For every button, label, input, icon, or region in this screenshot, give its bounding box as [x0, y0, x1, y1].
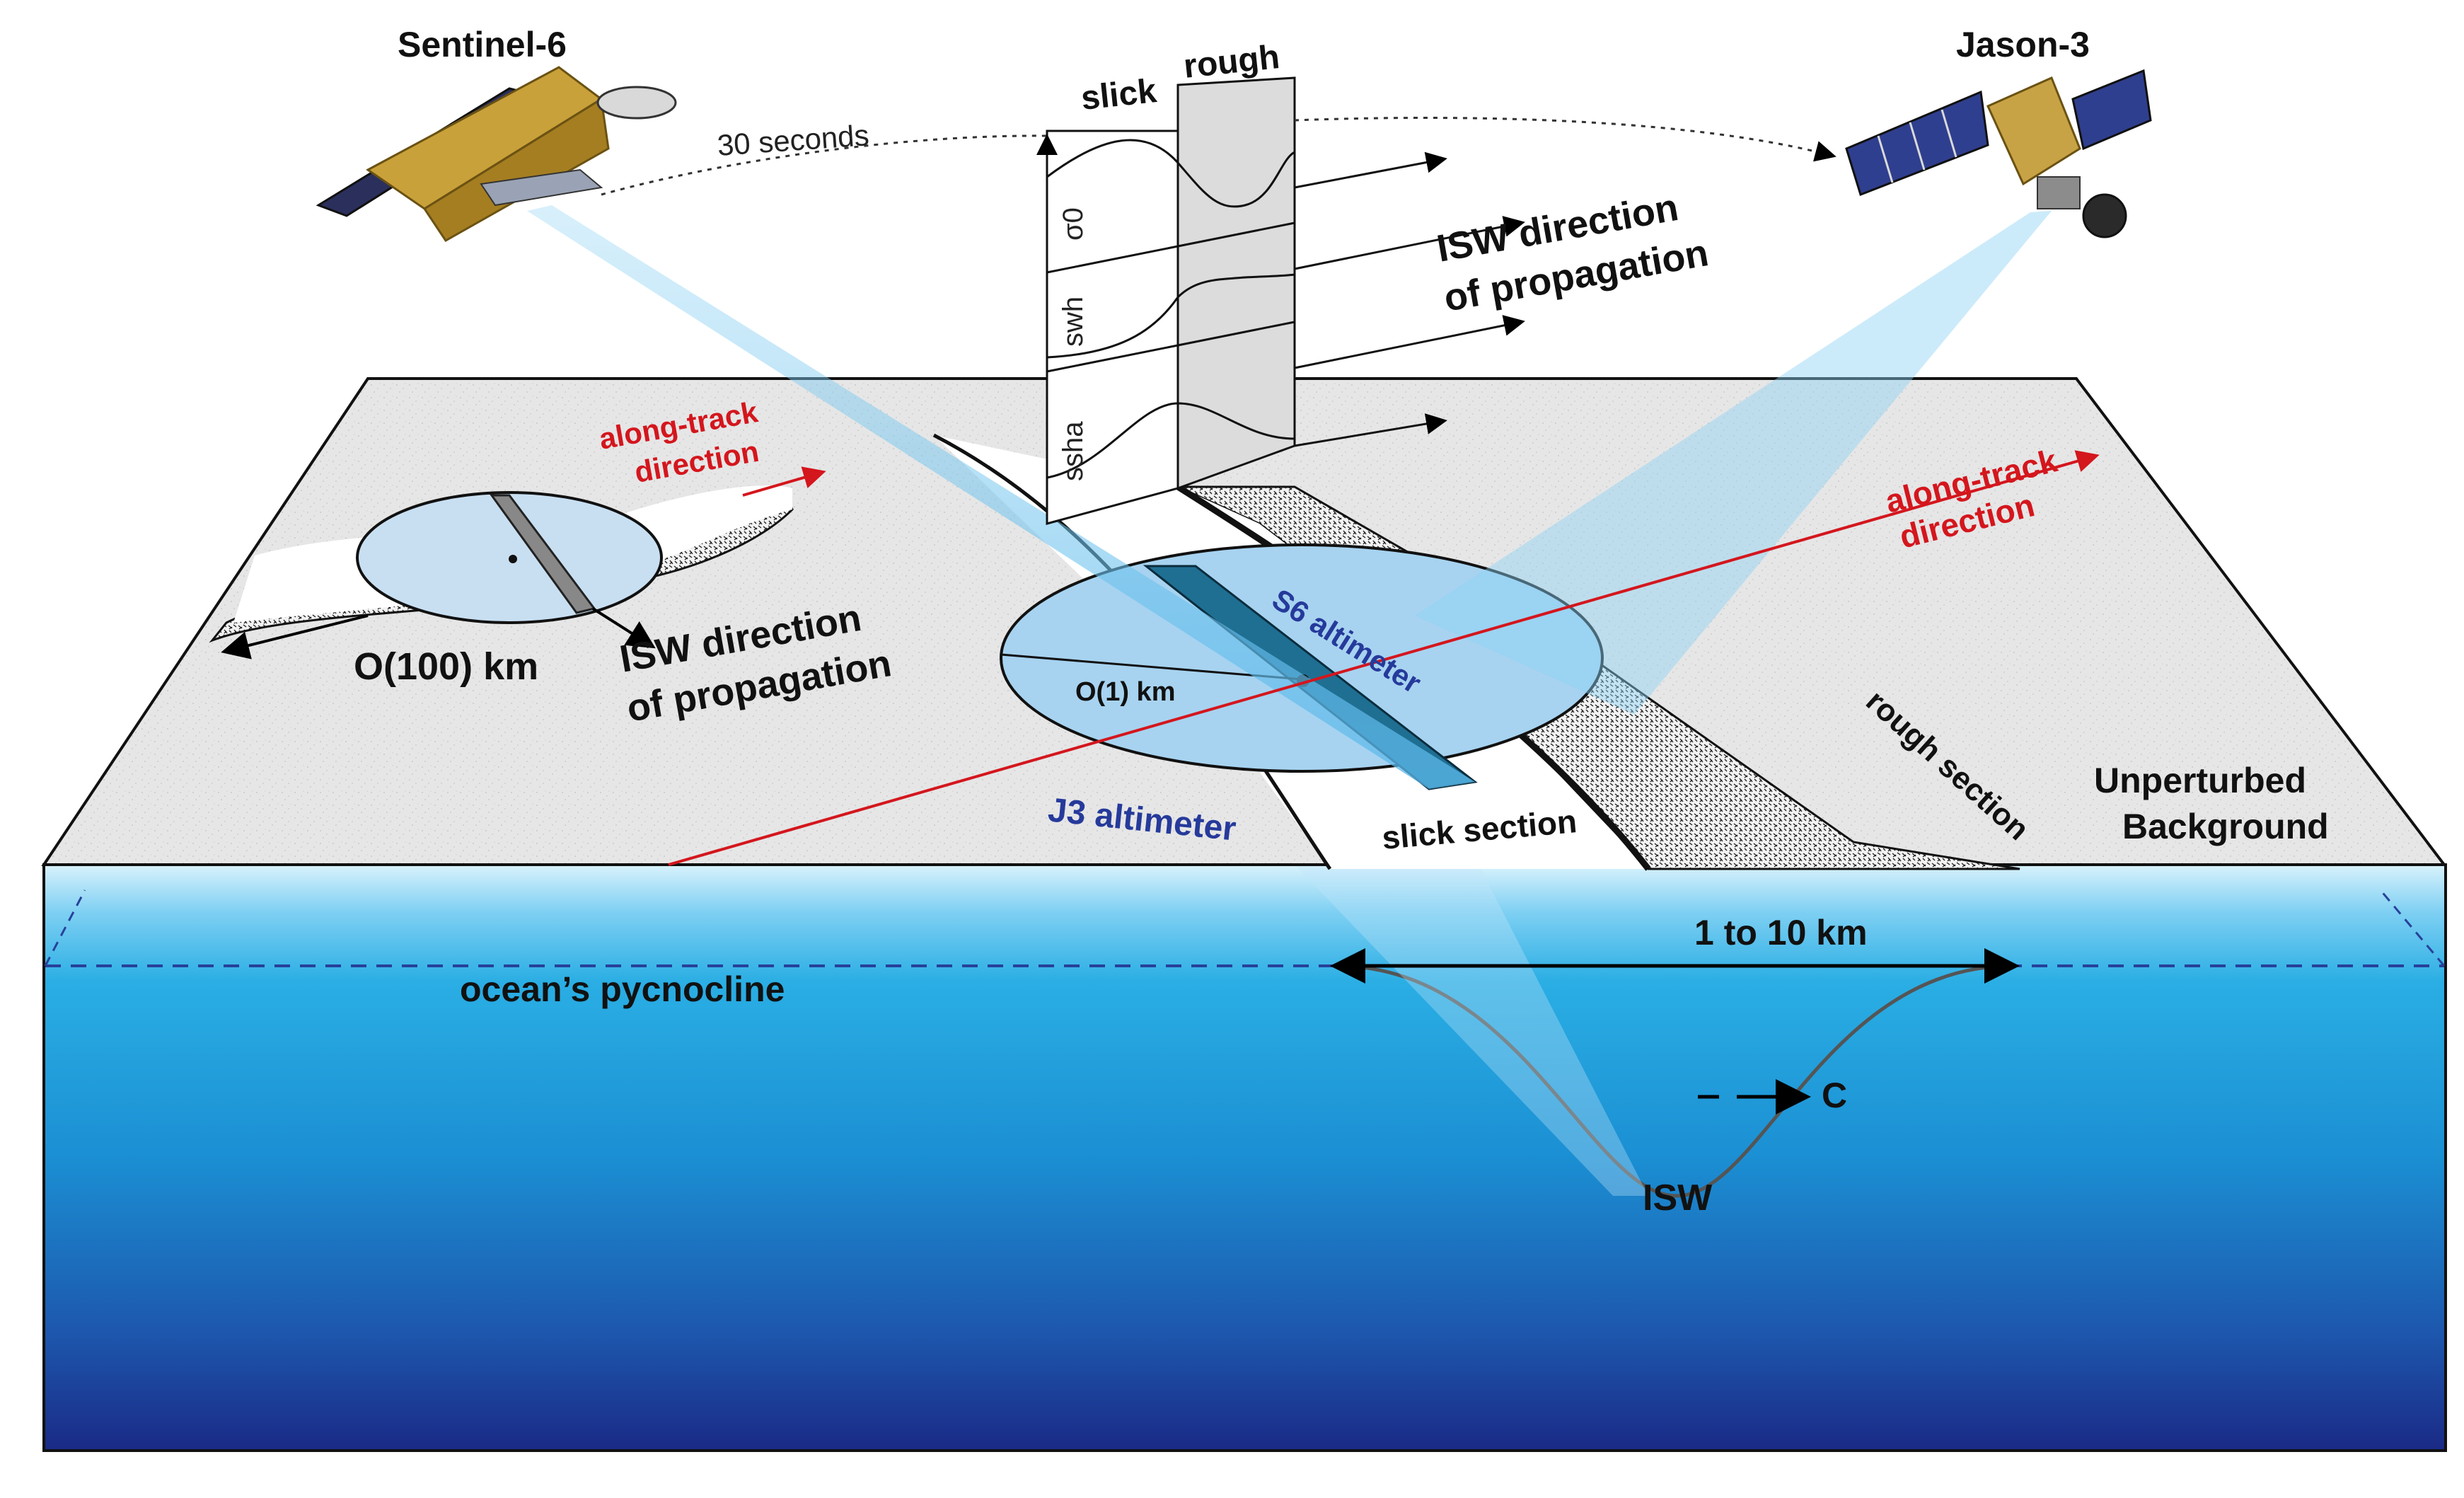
- along-track-line: [668, 450, 2100, 866]
- panel-column-slick: slick: [1080, 72, 1159, 117]
- panel-row-swh: swh: [1058, 296, 1089, 347]
- jason-3-label: Jason-3: [1956, 25, 2090, 64]
- swh-curve: [1046, 273, 1295, 359]
- background-label-line1: Unperturbed: [2094, 761, 2306, 800]
- isw-trough: [1336, 964, 2013, 1198]
- sentinel-6-label: Sentinel-6: [398, 25, 567, 64]
- jason-3-satellite-icon: [1845, 69, 2152, 238]
- panel-propagation-arrow-1: [1294, 216, 1525, 270]
- inset-along-track-arrow: [742, 466, 826, 497]
- ocean-body: [42, 863, 2447, 1452]
- time-gap-label: 30 seconds: [716, 118, 870, 162]
- panel-row-sigma0: σ0: [1058, 207, 1089, 241]
- background-label-line2: Background: [2122, 807, 2329, 846]
- pycnocline-label: ocean’s pycnocline: [460, 969, 785, 1009]
- j3-beam: [1415, 211, 2052, 715]
- s6-beam: [527, 205, 1475, 789]
- sentinel-6-satellite-icon: [316, 66, 677, 242]
- inset-nadir-point: [509, 555, 517, 563]
- panel-column-rough: rough: [1182, 38, 1282, 86]
- sigma0-propagation-arrow: [1294, 151, 1447, 189]
- time-gap-path-right: [1294, 117, 1837, 162]
- scale-label: 1 to 10 km: [1694, 913, 1868, 952]
- ssha-curve: [1046, 402, 1295, 479]
- phase-speed-label: C: [1822, 1076, 1847, 1115]
- footprint-small-label: O(1) km: [1075, 677, 1175, 707]
- panel-propagation-arrow-2: [1294, 315, 1525, 369]
- swh-propagation-arrow: [1295, 191, 1457, 216]
- inset-isw-arrow: [591, 607, 656, 649]
- footprint-large-label: O(100) km: [354, 645, 538, 688]
- isw-projection: [1295, 865, 1648, 1196]
- panel-propagation-arrow-3: [1294, 413, 1447, 447]
- signal-panel: [1036, 76, 1525, 525]
- isw-label: ISW: [1643, 1177, 1713, 1218]
- panel-row-ssha: ssha: [1058, 421, 1089, 481]
- pycnocline-edge-left: [44, 889, 86, 967]
- sigma0-curve: [1046, 139, 1295, 208]
- inset-span-arrow-left: [221, 614, 369, 659]
